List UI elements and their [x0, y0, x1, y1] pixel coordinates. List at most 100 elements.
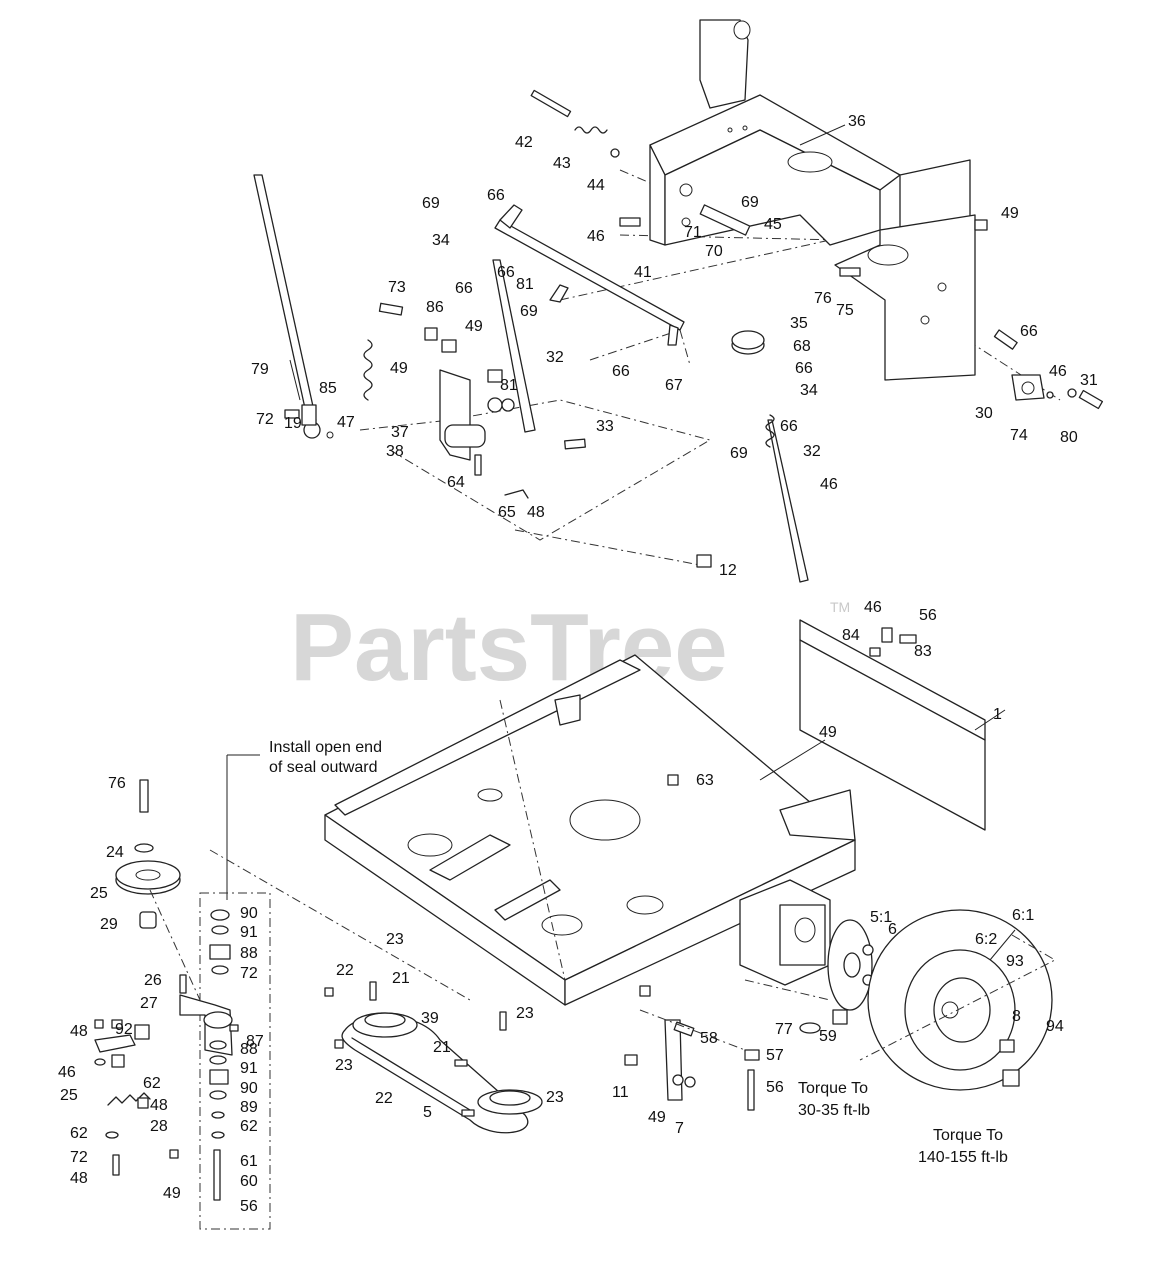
callout: 23: [546, 1089, 564, 1106]
callout: 66: [612, 363, 630, 380]
seal-note-line2: of seal outward: [269, 759, 378, 776]
callout: 36: [848, 113, 866, 130]
callout: 23: [516, 1005, 534, 1022]
callout: 85: [319, 380, 337, 397]
callout: 70: [705, 243, 723, 260]
torque-hub-line1: Torque To: [798, 1080, 868, 1097]
callout: 69: [741, 194, 759, 211]
mount-bracket-36: [649, 19, 976, 381]
callout: 94: [1046, 1018, 1064, 1035]
callout: 49: [163, 1185, 181, 1202]
callout: 21: [392, 970, 410, 987]
callout: 34: [800, 382, 818, 399]
callout: 81: [500, 377, 518, 394]
callout: 47: [337, 414, 355, 431]
callout: 41: [634, 264, 652, 281]
callout: 66: [455, 280, 473, 297]
callout: 27: [140, 995, 158, 1012]
callout: 62: [143, 1075, 161, 1092]
callout: 30: [975, 405, 993, 422]
callout: 28: [150, 1118, 168, 1135]
callout: 73: [388, 279, 406, 296]
callout: 75: [836, 302, 854, 319]
callout: 59: [819, 1028, 837, 1045]
callout: 91: [240, 924, 258, 941]
callout: 90: [240, 1080, 258, 1097]
callout: 19: [284, 415, 302, 432]
callout: 88: [240, 945, 258, 962]
callout: 65: [498, 504, 516, 521]
callout: 42: [515, 134, 533, 151]
lever-79: [253, 174, 334, 439]
callout: 26: [144, 972, 162, 989]
callout: 5:1: [870, 909, 892, 926]
callout: 62: [240, 1118, 258, 1135]
leader-lines: [226, 124, 1016, 961]
callout: 48: [70, 1170, 88, 1187]
callout: 64: [447, 474, 465, 491]
callout: 67: [665, 377, 683, 394]
callout: 86: [426, 299, 444, 316]
callout: 69: [422, 195, 440, 212]
callout: 76: [108, 775, 126, 792]
torque-hub-line2: 30-35 ft-lb: [798, 1102, 870, 1119]
callout: 6:2: [975, 931, 997, 948]
callout: 49: [465, 318, 483, 335]
callout: 81: [516, 276, 534, 293]
callout: 49: [819, 724, 837, 741]
callout: 93: [1006, 953, 1024, 970]
callout: 66: [795, 360, 813, 377]
callout: 49: [390, 360, 408, 377]
callout: 49: [1001, 205, 1019, 222]
callout: 57: [766, 1047, 784, 1064]
callout: 89: [240, 1099, 258, 1116]
callout: 66: [780, 418, 798, 435]
bracket-11: [624, 774, 760, 1111]
callout: 80: [1060, 429, 1078, 446]
callout: 11: [612, 1084, 629, 1101]
callout: 63: [696, 772, 714, 789]
callout: 48: [70, 1023, 88, 1040]
callout: 23: [335, 1057, 353, 1074]
idler-assembly: [94, 779, 471, 1230]
callout: 56: [919, 607, 937, 624]
callout: 6: [888, 921, 897, 938]
callout: 71: [684, 224, 702, 241]
shaft-41: [494, 204, 685, 346]
callout: 72: [256, 411, 274, 428]
callout: 7: [675, 1120, 684, 1137]
callout: 44: [587, 177, 605, 194]
callout: 56: [766, 1079, 784, 1096]
callout: 77: [775, 1021, 793, 1038]
callout: 48: [150, 1097, 168, 1114]
callout: 25: [60, 1087, 78, 1104]
belt-and-pulleys: [324, 981, 543, 1134]
trim-plate-83: [799, 619, 986, 831]
callout: 33: [596, 418, 614, 435]
callout: 46: [864, 599, 882, 616]
callout: 49: [648, 1109, 666, 1126]
callout: 24: [106, 844, 124, 861]
callout: 68: [793, 338, 811, 355]
callout: 91: [240, 1060, 258, 1077]
callout: 1: [993, 706, 1002, 723]
callout: 21: [433, 1039, 451, 1056]
callout: 66: [497, 264, 515, 281]
callout: 66: [1020, 323, 1038, 340]
callout: 69: [730, 445, 748, 462]
callout: 92: [115, 1021, 133, 1038]
watermark-tm: TM: [830, 599, 850, 615]
callout: 31: [1080, 372, 1098, 389]
callout: 84: [842, 627, 860, 644]
callout: 39: [421, 1010, 439, 1027]
callout: 29: [100, 916, 118, 933]
callout: 43: [553, 155, 571, 172]
callout: 83: [914, 643, 932, 660]
callout: 46: [1049, 363, 1067, 380]
callout: 25: [90, 885, 108, 902]
callout: 72: [240, 965, 258, 982]
callout: 37: [391, 424, 409, 441]
callout: 32: [546, 349, 564, 366]
callout: 74: [1010, 427, 1028, 444]
callout: 22: [336, 962, 354, 979]
